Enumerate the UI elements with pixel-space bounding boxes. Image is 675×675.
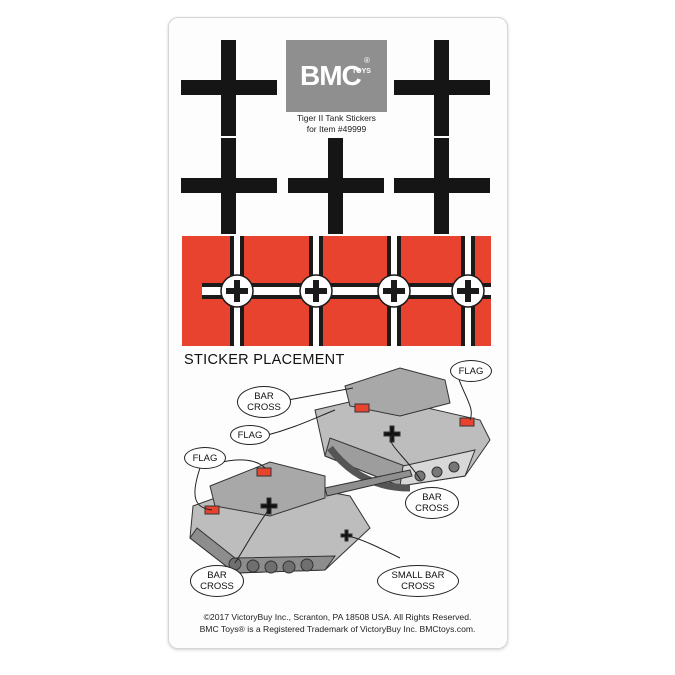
bar-cross-sticker [181, 138, 277, 234]
callout-bar-cross: BAR CROSS [405, 487, 459, 519]
bmc-logo: BMC ® TOYS [286, 40, 387, 112]
logo-registered-mark: ® [364, 56, 370, 65]
callout-bar-cross: BAR CROSS [237, 386, 291, 418]
bar-cross-sticker [181, 40, 277, 136]
copyright-line: ©2017 VictoryBuy Inc., Scranton, PA 1850… [203, 612, 472, 622]
logo-brand-text: BMC [300, 60, 362, 91]
logo-toys-text: TOYS [352, 68, 371, 75]
callout-small-bar-cross: SMALL BAR CROSS [377, 565, 459, 597]
caption-line-2: for Item #49999 [306, 124, 367, 134]
bar-cross-sticker [394, 138, 490, 234]
tank-rear-view [314, 367, 491, 492]
caption-line-1: Tiger II Tank Stickers [297, 113, 376, 123]
tank-placement-diagram [189, 367, 491, 574]
flag-sticker-strip [182, 236, 491, 346]
placement-heading: STICKER PLACEMENT [184, 352, 345, 368]
bar-cross-sticker [394, 40, 490, 136]
callout-bar-cross: BAR CROSS [190, 565, 244, 597]
callout-flag: FLAG [230, 425, 270, 445]
trademark-line: BMC Toys® is a Registered Trademark of V… [199, 624, 476, 634]
callout-flag: FLAG [184, 447, 226, 469]
flag-strip-graphic [182, 236, 491, 346]
tank-front-view [189, 461, 413, 574]
callout-flag: FLAG [450, 360, 492, 382]
bar-cross-sticker [288, 138, 384, 234]
sheet-caption: Tiger II Tank Stickers for Item #49999 [286, 113, 387, 135]
